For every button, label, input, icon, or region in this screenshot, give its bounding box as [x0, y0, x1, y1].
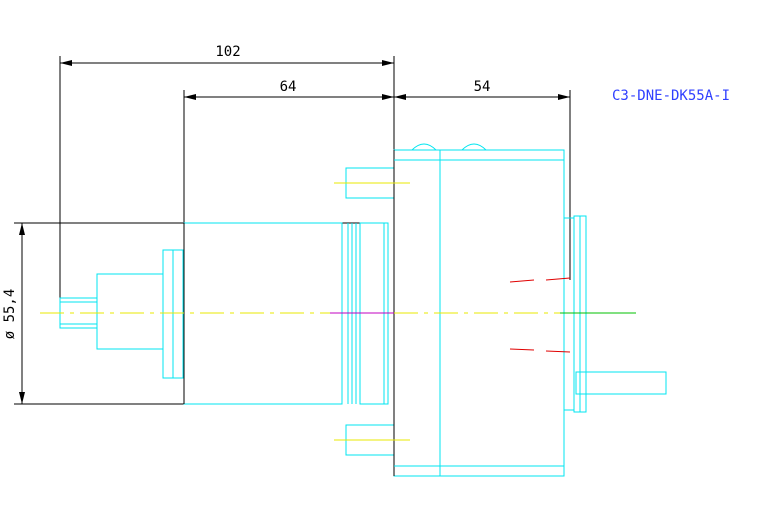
dim-diameter: ø 55,4	[2, 289, 18, 340]
part-code-label: C3-DNE-DK55A-I	[612, 88, 730, 104]
centerlines	[40, 182, 636, 441]
encoder-body	[59, 143, 667, 477]
dim-flange-depth: 54	[474, 79, 491, 95]
dim-overall-length: 102	[215, 44, 240, 60]
dim-body-length: 64	[280, 79, 297, 95]
dimension-lines	[14, 56, 571, 476]
